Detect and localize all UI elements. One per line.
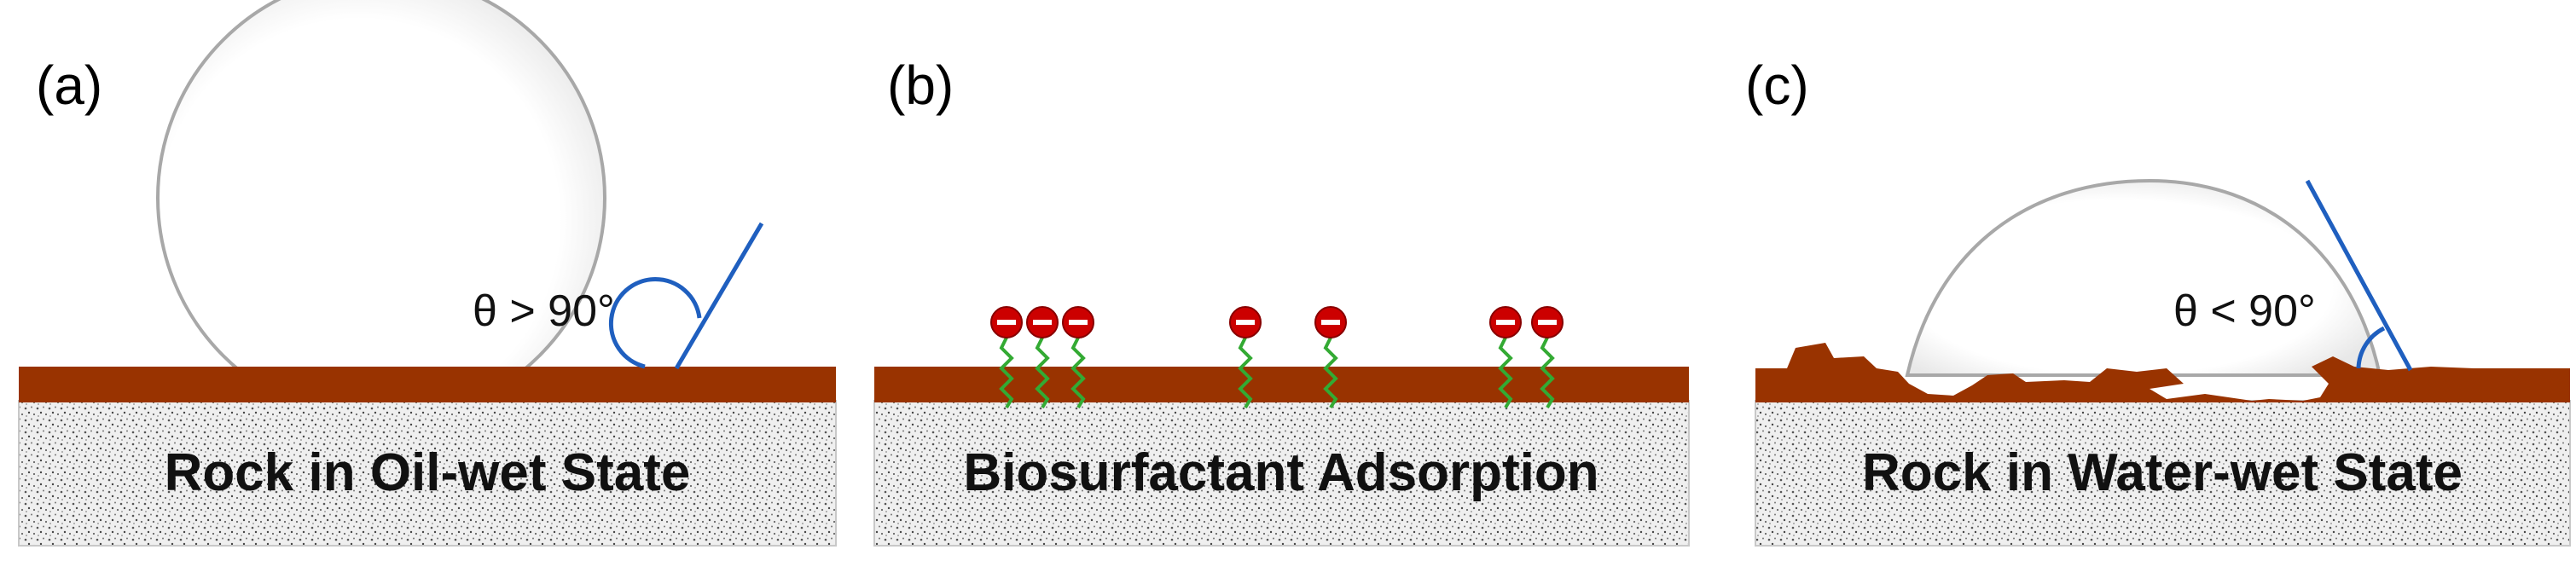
panel-b-caption: Biosurfactant Adsorption	[963, 443, 1598, 502]
panel-c-caption: Rock in Water-wet State	[1862, 443, 2463, 502]
rock-surface-water-wet	[1755, 343, 2570, 402]
tangent-line-icon	[674, 222, 764, 370]
angle-arc-icon	[2356, 326, 2386, 369]
panel-a-label: (a)	[36, 55, 102, 116]
panel-c: (c) θ < 90° Rock in Water-wet State	[1745, 55, 2571, 547]
rock-surface-oil-wet	[19, 367, 836, 402]
surfactant-molecule-icon	[1314, 306, 1347, 409]
angle-arc-icon	[608, 277, 702, 369]
surfactant-molecule-icon	[990, 306, 1023, 409]
rock-base	[18, 400, 837, 547]
panel-c-angle-label: θ < 90°	[2173, 286, 2316, 336]
panel-a-angle-label: θ > 90°	[473, 286, 615, 336]
panel-a-caption: Rock in Oil-wet State	[165, 443, 691, 502]
surfactant-molecule-icon	[1026, 306, 1059, 409]
surfactant-molecule-icon	[1062, 306, 1094, 409]
droplet-icon	[1905, 178, 2382, 377]
tangent-line-icon	[2305, 179, 2413, 372]
surfactant-molecule-icon	[1229, 306, 1262, 409]
panel-a: (a) θ > 90° Rock in Oil-wet State	[18, 0, 837, 547]
panel-b-label: (b)	[887, 55, 954, 116]
surfactant-molecule-icon	[1489, 306, 1522, 409]
panel-c-label: (c)	[1745, 55, 1809, 116]
droplet-icon	[156, 0, 606, 423]
rock-surface	[874, 367, 1689, 402]
surfactant-molecule-icon	[1531, 306, 1564, 409]
panel-b: (b)	[873, 55, 1690, 547]
